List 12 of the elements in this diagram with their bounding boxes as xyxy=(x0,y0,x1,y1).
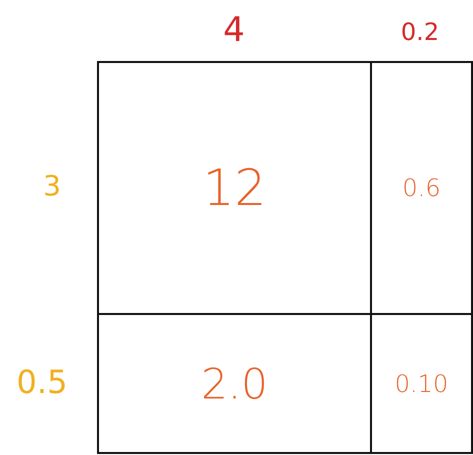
product-value: 12 xyxy=(202,159,266,217)
row-factor: 3 xyxy=(43,170,61,202)
grid-cell xyxy=(97,61,372,315)
grid-cell xyxy=(370,61,473,315)
row-factor: 0.5 xyxy=(16,363,68,401)
grid-cell xyxy=(370,313,473,454)
column-factor: 4 xyxy=(223,10,245,50)
column-factor: 0.2 xyxy=(400,18,440,46)
product-value: 0.10 xyxy=(394,370,448,398)
grid-cell xyxy=(97,313,372,454)
product-value: 2.0 xyxy=(201,359,268,408)
product-value: 0.6 xyxy=(402,174,441,202)
